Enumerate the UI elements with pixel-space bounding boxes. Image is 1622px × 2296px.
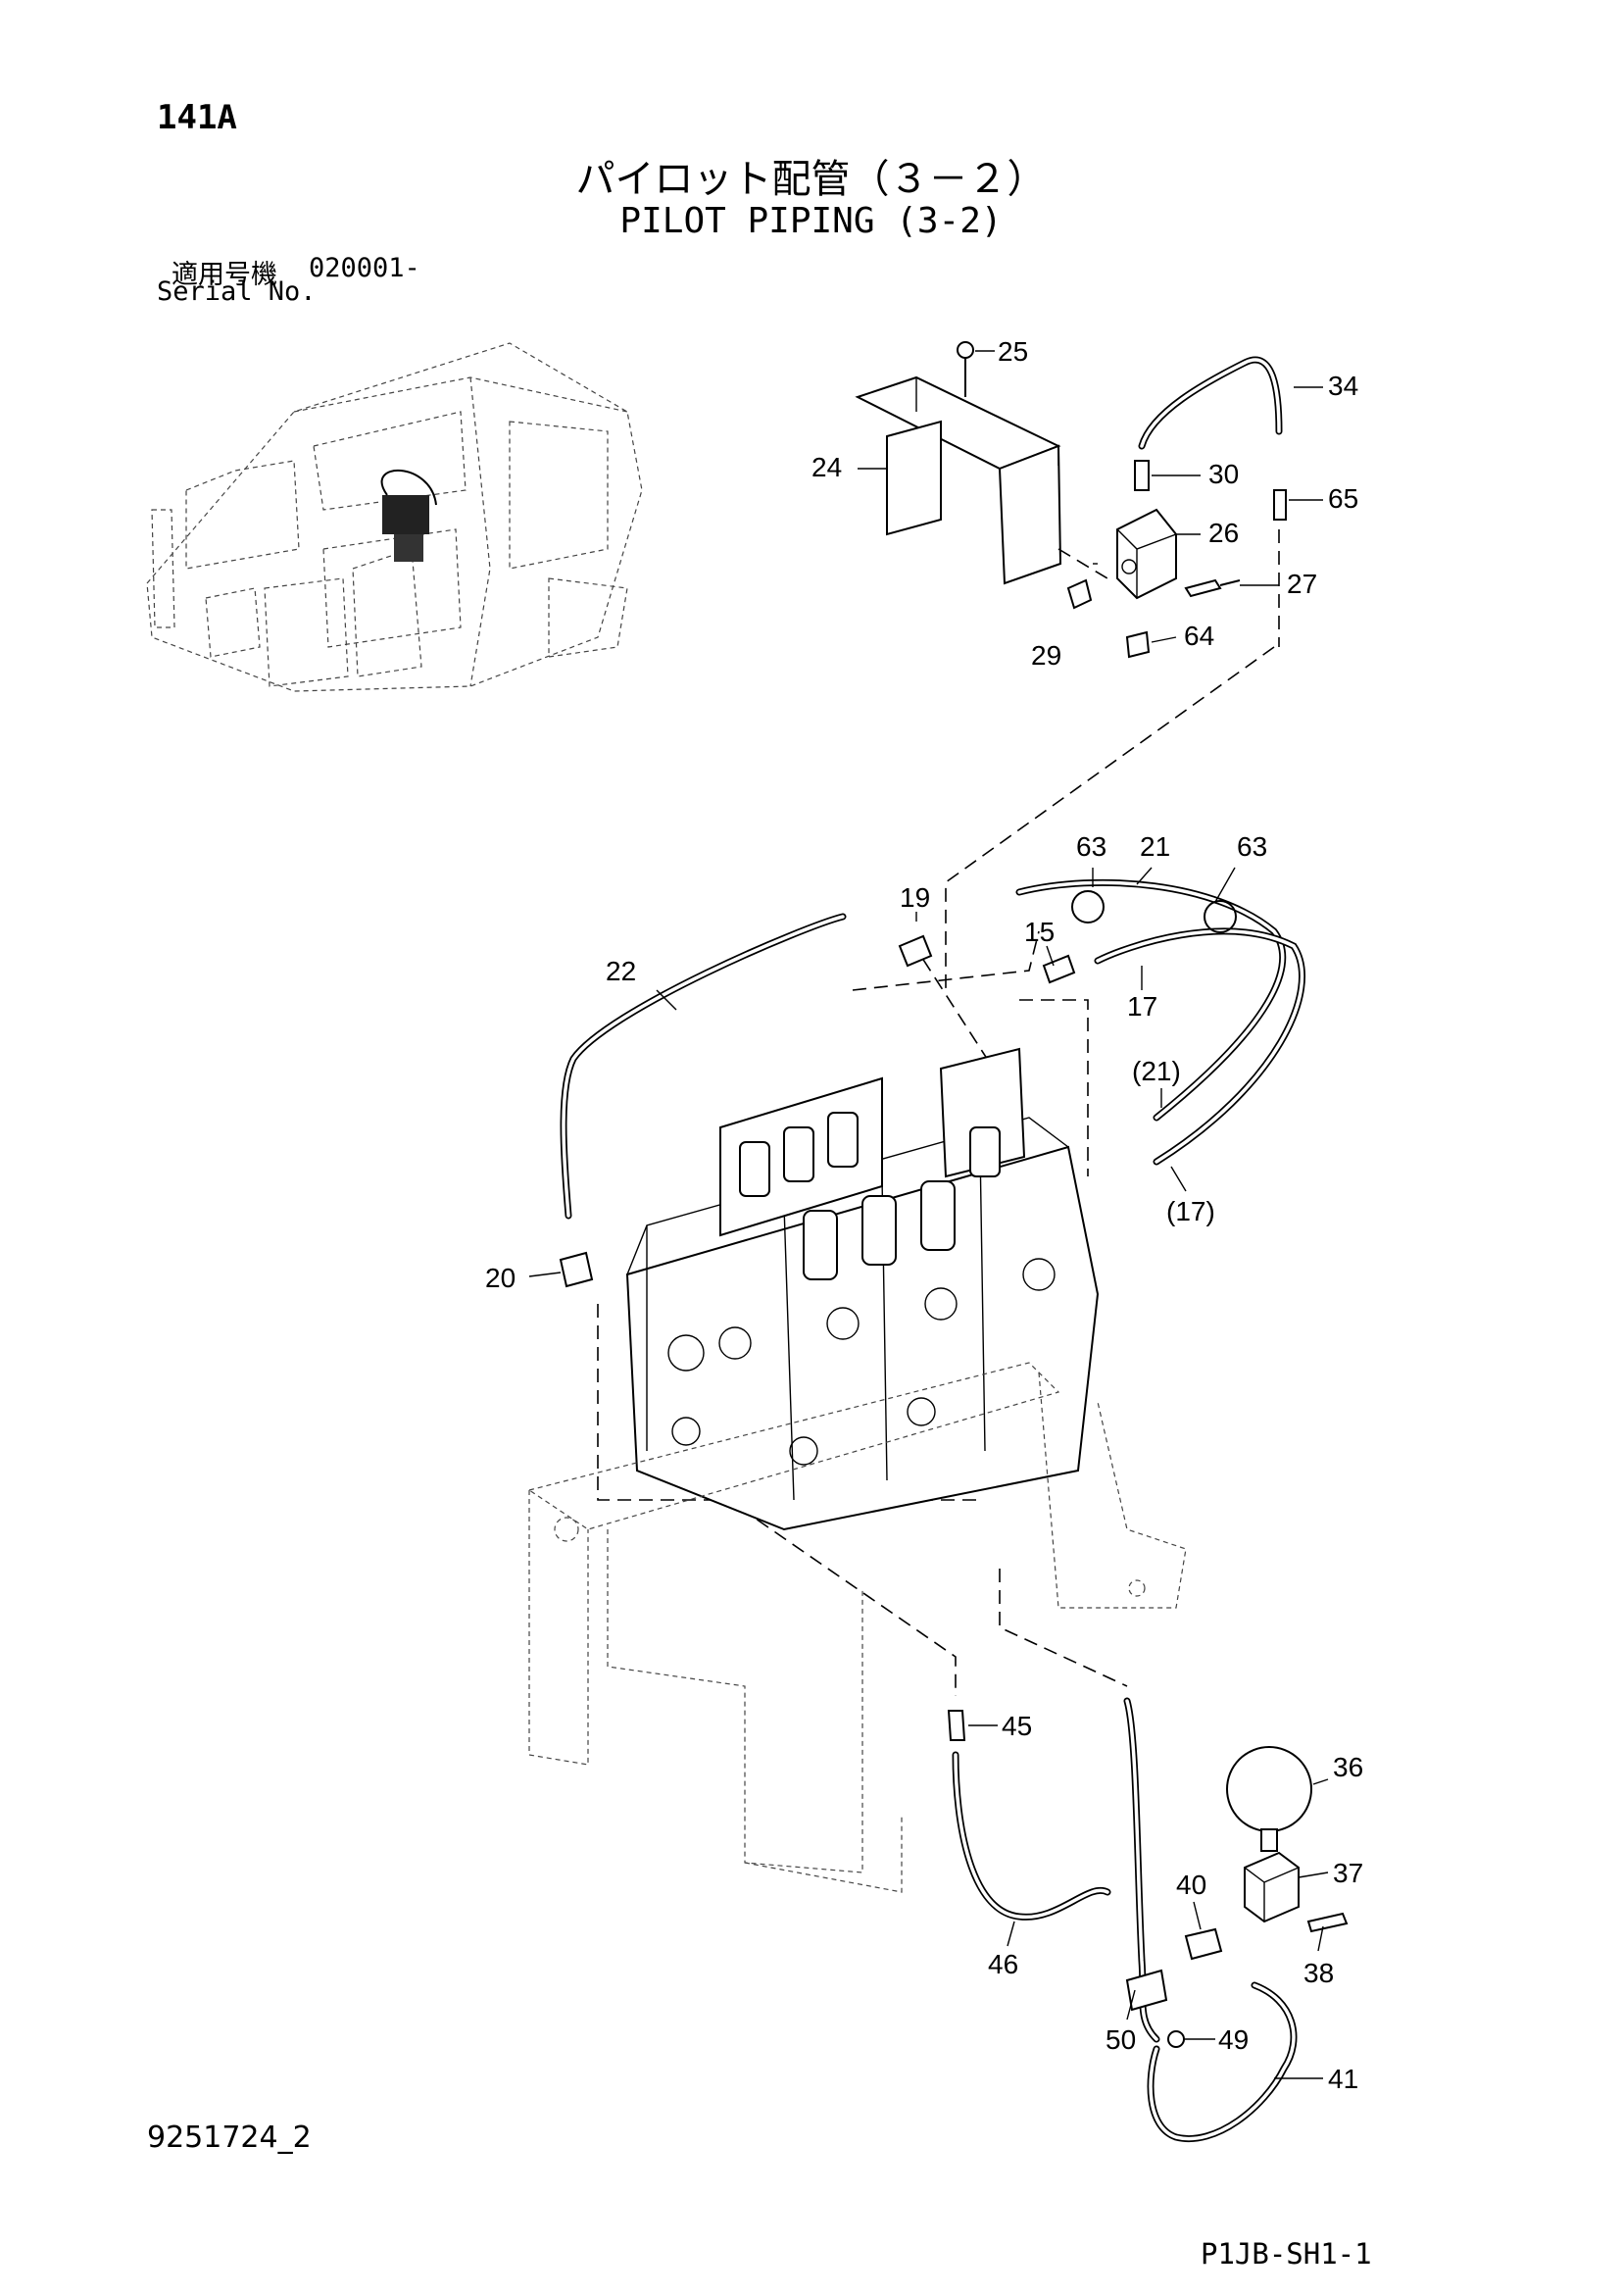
callout-26: 26 bbox=[1208, 518, 1239, 548]
bolt-27 bbox=[1184, 578, 1222, 598]
callout-17: 17 bbox=[1127, 991, 1157, 1022]
leader-lines bbox=[528, 350, 1329, 2079]
clamp-50 bbox=[1125, 1969, 1168, 2012]
callout-30: 30 bbox=[1208, 459, 1239, 489]
callout-36: 36 bbox=[1333, 1752, 1363, 1782]
callout-64: 64 bbox=[1184, 621, 1214, 651]
callout-65: 65 bbox=[1328, 483, 1358, 514]
serial-label-japanese: 適用号機 bbox=[172, 260, 277, 290]
callout-22: 22 bbox=[606, 956, 636, 986]
hose-46 bbox=[952, 1751, 1111, 1921]
callout-labels: 25 24 34 30 65 26 27 29 64 63 21 63 19 1… bbox=[485, 336, 1363, 2094]
callout-27: 27 bbox=[1287, 569, 1317, 599]
adapter-30 bbox=[1134, 460, 1150, 491]
callout-24: 24 bbox=[811, 452, 842, 482]
tee-65 bbox=[1273, 489, 1287, 521]
callout-15: 15 bbox=[1024, 917, 1055, 947]
callout-20: 20 bbox=[485, 1263, 516, 1293]
title-english: PILOT PIPING (3-2) bbox=[619, 201, 1003, 241]
callout-29: 29 bbox=[1031, 640, 1061, 671]
serial-label-english: Serial No. bbox=[157, 276, 317, 307]
callout-37: 37 bbox=[1333, 1858, 1363, 1888]
bolt-38 bbox=[1306, 1912, 1349, 1933]
callout-38: 38 bbox=[1303, 1958, 1334, 1988]
block-assembly-26 bbox=[1066, 460, 1287, 659]
guide-line bbox=[999, 1569, 1128, 1687]
fitting-15 bbox=[1042, 954, 1076, 984]
guide-line bbox=[1019, 999, 1089, 1176]
hose-41 bbox=[1147, 1981, 1298, 2142]
bolt-25 bbox=[957, 341, 974, 359]
callout-49: 49 bbox=[1218, 2024, 1249, 2055]
block-37 bbox=[1244, 1851, 1300, 1923]
title-japanese: パイロット配管（３－２） bbox=[575, 157, 1047, 202]
mounting-frame bbox=[527, 1362, 1187, 1893]
callout-63-right: 63 bbox=[1237, 831, 1267, 862]
hose-22 bbox=[560, 913, 847, 1220]
elbow-29 bbox=[1066, 578, 1093, 610]
highlighted-valve-location bbox=[380, 469, 437, 562]
hose-34 bbox=[1138, 356, 1283, 450]
page-number: 141A bbox=[157, 98, 237, 137]
guide-line bbox=[945, 646, 1275, 990]
callout-34: 34 bbox=[1328, 371, 1358, 401]
guide-line bbox=[685, 1470, 957, 1696]
callout-21-ref: (21) bbox=[1132, 1056, 1181, 1086]
machine-overview-illustration bbox=[146, 342, 643, 692]
tee-64 bbox=[1125, 630, 1151, 659]
hose-21 bbox=[1015, 878, 1287, 1122]
callout-40: 40 bbox=[1176, 1870, 1206, 1900]
accumulator-36 bbox=[1226, 1746, 1312, 1852]
callout-46: 46 bbox=[988, 1949, 1018, 1979]
control-valve-body bbox=[625, 1047, 1100, 1531]
callout-50: 50 bbox=[1106, 2024, 1136, 2055]
callout-19: 19 bbox=[900, 882, 930, 913]
elbow-20 bbox=[559, 1251, 594, 1288]
callout-41: 41 bbox=[1328, 2064, 1358, 2094]
document-number: 9251724_2 bbox=[147, 2121, 312, 2155]
sheet-code: P1JB-SH1-1 bbox=[1201, 2237, 1372, 2271]
hose-17 bbox=[1094, 927, 1305, 1166]
serial-number-range: 020001- bbox=[309, 253, 420, 283]
clamp-63 bbox=[1071, 890, 1105, 923]
callout-25: 25 bbox=[998, 336, 1028, 367]
callout-21: 21 bbox=[1140, 831, 1170, 862]
bolt-49 bbox=[1167, 2030, 1185, 2048]
guide-line bbox=[597, 1304, 980, 1501]
callout-45: 45 bbox=[1002, 1711, 1032, 1741]
callout-63-left: 63 bbox=[1076, 831, 1106, 862]
guide-line bbox=[1057, 548, 1108, 579]
bracket-assembly-24 bbox=[855, 341, 1062, 585]
guide-line bbox=[852, 930, 1040, 991]
callout-17-ref: (17) bbox=[1166, 1196, 1215, 1226]
fitting-40 bbox=[1184, 1927, 1223, 1961]
adapter-45 bbox=[947, 1710, 966, 1741]
fitting-19 bbox=[898, 934, 933, 968]
pipe-50 bbox=[1123, 1697, 1160, 2043]
clamp-63 bbox=[1204, 900, 1237, 933]
